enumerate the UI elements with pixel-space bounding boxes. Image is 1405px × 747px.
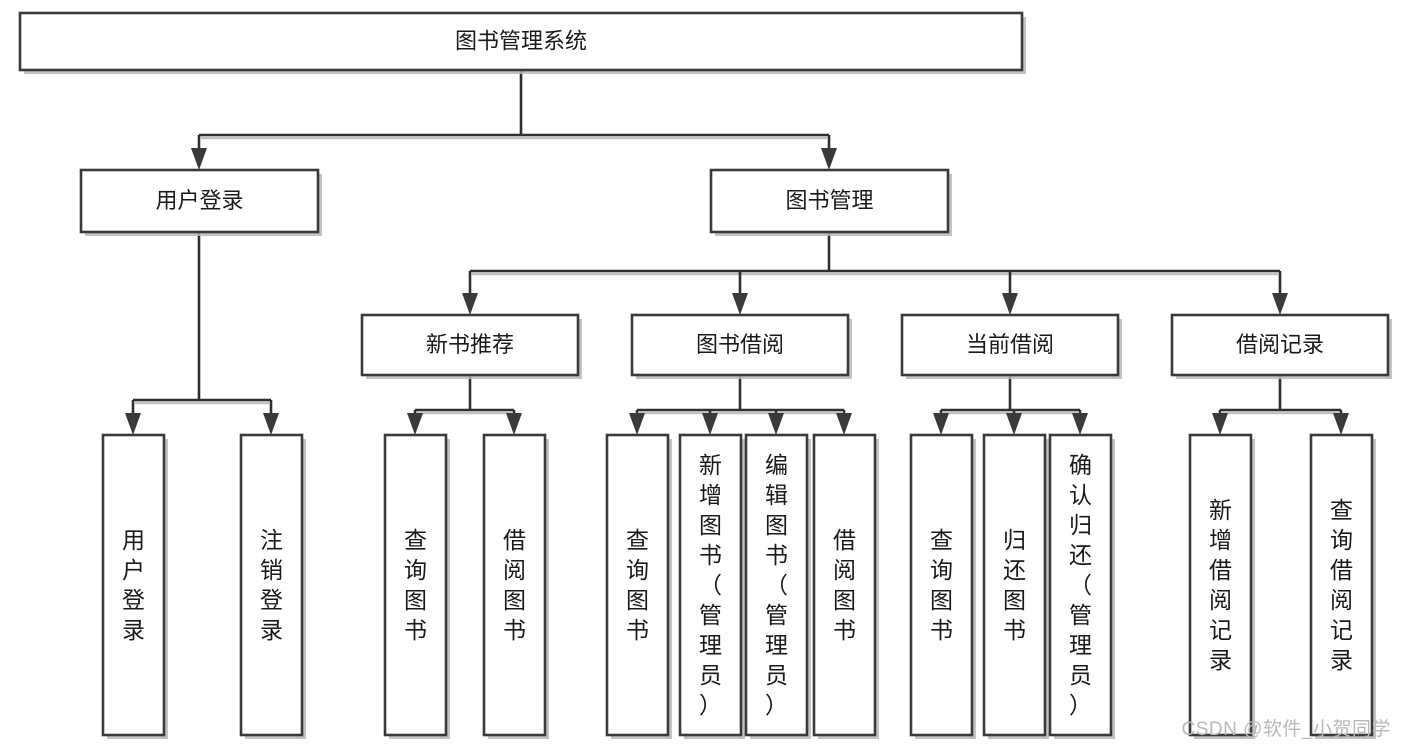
node-leaf-7[interactable]: 借阅图书	[812, 433, 879, 739]
node-level3-2[interactable]: 当前借阅	[900, 313, 1122, 379]
node-leaf-1[interactable]: 注销登录	[239, 433, 306, 739]
node-rect[interactable]	[1309, 433, 1374, 737]
node-leaf-11[interactable]: 新增借阅记录	[1188, 433, 1255, 739]
node-leaf-12[interactable]: 查询借阅记录	[1309, 433, 1376, 739]
node-label: 借阅图书	[503, 527, 526, 643]
node-label: 图书借阅	[696, 332, 784, 357]
node-leaf-6[interactable]: 编辑图书（管理员）	[744, 433, 811, 739]
node-label: 新增图书（管理员）	[699, 452, 722, 718]
node-rect[interactable]	[1188, 433, 1253, 737]
node-layer: 图书管理系统用户登录图书管理新书推荐图书借阅当前借阅借阅记录用户登录注销登录查询…	[18, 11, 1392, 739]
node-leaf-10[interactable]: 确认归还（管理员）	[1048, 433, 1115, 739]
node-leaf-0[interactable]: 用户登录	[101, 433, 168, 739]
node-level3-0[interactable]: 新书推荐	[360, 313, 582, 379]
node-rect[interactable]	[982, 433, 1047, 737]
node-label: 图书管理系统	[455, 28, 587, 53]
node-rect[interactable]	[79, 168, 320, 234]
node-label: 查询图书	[626, 527, 649, 643]
node-rect[interactable]	[678, 433, 743, 737]
node-label: 归还图书	[1003, 527, 1026, 643]
node-level2-0[interactable]: 用户登录	[79, 168, 322, 236]
node-rect[interactable]	[383, 433, 448, 737]
node-label: 注销登录	[260, 527, 283, 643]
node-label: 图书管理	[785, 188, 873, 213]
node-root-图书管理系统[interactable]: 图书管理系统	[18, 11, 1026, 74]
node-label: 新书推荐	[426, 332, 514, 357]
node-label: 借阅图书	[833, 527, 856, 643]
node-rect[interactable]	[482, 433, 547, 737]
node-leaf-4[interactable]: 查询图书	[605, 433, 672, 739]
csdn-watermark: CSDN @软件_小贺同学	[1181, 719, 1391, 740]
node-leaf-5[interactable]: 新增图书（管理员）	[678, 433, 745, 739]
node-rect[interactable]	[1048, 433, 1113, 737]
node-label: 用户登录	[155, 188, 243, 213]
node-rect[interactable]	[18, 11, 1024, 72]
node-label: 用户登录	[122, 527, 145, 643]
node-label: 确认归还（管理员）	[1069, 452, 1092, 718]
node-rect[interactable]	[900, 313, 1120, 377]
node-label: 当前借阅	[966, 332, 1054, 357]
node-rect[interactable]	[630, 313, 850, 377]
node-rect[interactable]	[101, 433, 166, 737]
node-label: 查询借阅记录	[1330, 497, 1353, 673]
node-leaf-9[interactable]: 归还图书	[982, 433, 1049, 739]
node-leaf-2[interactable]: 查询图书	[383, 433, 450, 739]
node-label: 编辑图书（管理员）	[765, 452, 788, 718]
node-rect[interactable]	[709, 168, 950, 234]
connector-layer	[125, 70, 1349, 435]
node-level2-1[interactable]: 图书管理	[709, 168, 952, 236]
node-label: 查询图书	[404, 527, 427, 643]
node-level3-1[interactable]: 图书借阅	[630, 313, 852, 379]
node-rect[interactable]	[360, 313, 580, 377]
node-rect[interactable]	[909, 433, 974, 737]
node-rect[interactable]	[812, 433, 877, 737]
node-leaf-3[interactable]: 借阅图书	[482, 433, 549, 739]
node-leaf-8[interactable]: 查询图书	[909, 433, 976, 739]
node-level3-3[interactable]: 借阅记录	[1170, 313, 1392, 379]
node-rect[interactable]	[605, 433, 670, 737]
node-rect[interactable]	[239, 433, 304, 737]
node-label: 查询图书	[930, 527, 953, 643]
node-rect[interactable]	[744, 433, 809, 737]
node-rect[interactable]	[1170, 313, 1390, 377]
node-label: 新增借阅记录	[1209, 497, 1232, 673]
node-label: 借阅记录	[1236, 332, 1324, 357]
